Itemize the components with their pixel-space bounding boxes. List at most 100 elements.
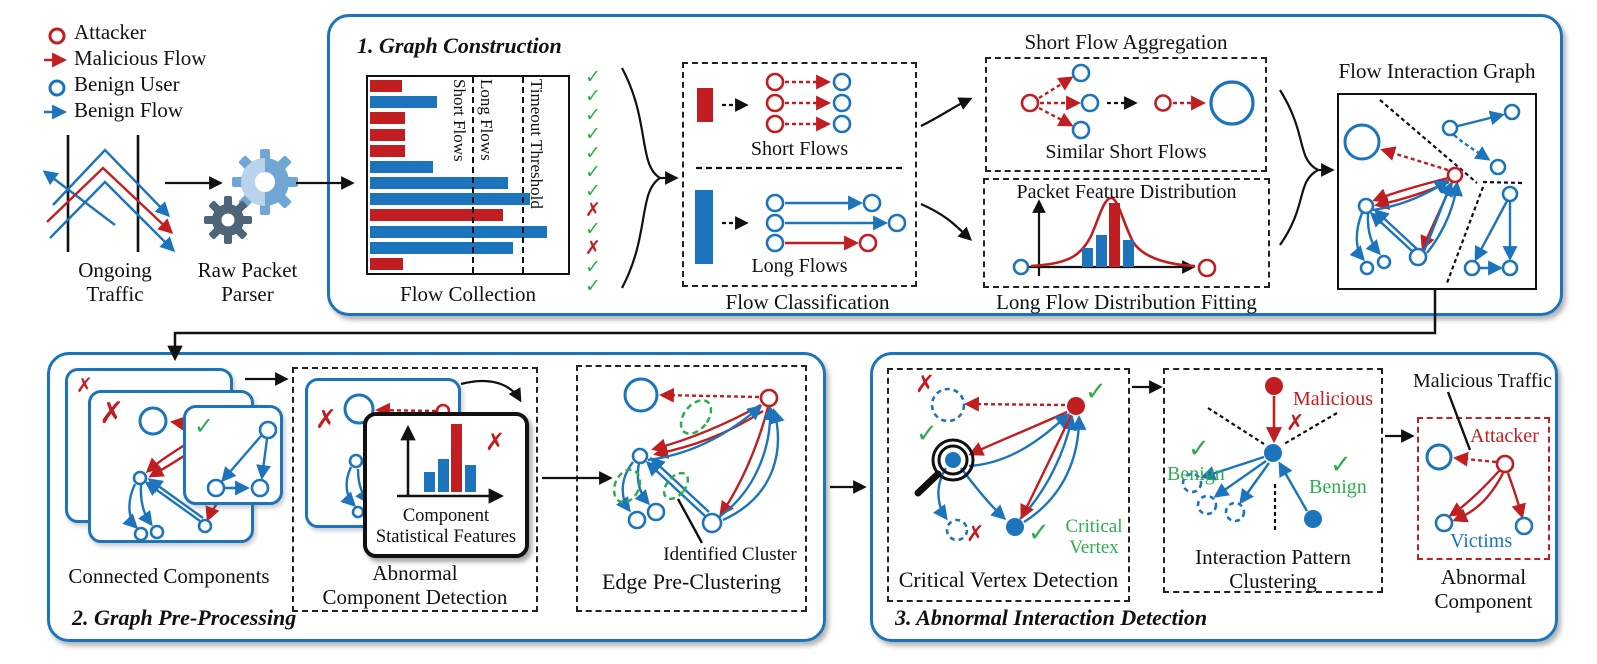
cross-mark-icon: ✗ <box>585 199 601 221</box>
long-flows-label: Long Flows <box>751 255 848 277</box>
component-card-front: ✓ <box>183 405 283 505</box>
check-mark-icon: ✓ <box>585 275 601 297</box>
flow-interaction-graph-title: Flow Interaction Graph <box>1338 59 1536 83</box>
benign-node <box>832 72 852 92</box>
flow-classification-caption: Flow Classification <box>725 290 890 314</box>
statistical-features-box: ✗ Component Statistical Features <box>363 412 529 558</box>
section1-title: 1. Graph Construction <box>357 33 562 58</box>
check-mark-icon: ✓ <box>1330 450 1352 480</box>
check-mark-icon: ✓ <box>1085 377 1107 407</box>
check-mark-icon: ✓ <box>585 142 601 164</box>
pattern-clustering-art <box>1181 377 1338 531</box>
packet-feature-distribution-box <box>983 178 1270 288</box>
distribution-histogram <box>1082 203 1134 267</box>
check-mark-icon: ✓ <box>585 161 601 183</box>
check-mark-icon: ✓ <box>585 104 601 126</box>
long-flow-fitting-caption: Long Flow Distribution Fitting <box>996 290 1257 314</box>
flow-validity-marks: ✓✓✓✓✓✓✓✗✓✗✓✓ <box>579 68 607 296</box>
attacker-node <box>1154 94 1172 112</box>
flow-bar <box>370 128 405 141</box>
cross-mark-icon: ✗ <box>915 370 936 398</box>
fitted-distribution-curve <box>1030 196 1196 268</box>
flow-bar <box>370 241 513 254</box>
gears-icon <box>204 149 298 244</box>
short-flow-aggregation-art <box>1020 63 1255 140</box>
short-flow-bar-icon <box>697 88 713 122</box>
cross-mark-icon: ✗ <box>966 522 985 547</box>
gear-large-icon <box>232 149 298 215</box>
benign-flow-icon <box>44 104 67 120</box>
packet-feature-distribution-title: Packet Feature Distribution <box>1016 181 1237 203</box>
distribution-art <box>1012 196 1217 278</box>
pruned-node <box>945 518 969 542</box>
malicious-flow-icon <box>44 52 67 68</box>
malicious-label: Malicious <box>1293 388 1373 410</box>
check-mark-icon: ✓ <box>916 419 938 449</box>
flow-bar <box>370 80 402 92</box>
flow-bar <box>370 144 405 157</box>
victims-label: Victims <box>1450 530 1513 552</box>
histogram-bar <box>464 465 476 492</box>
edge-pre-clustering-art <box>612 377 785 544</box>
legend-benign-user-label: Benign User <box>74 72 180 96</box>
edge-pre-clustering-box <box>576 365 807 612</box>
flow-interaction-graph-box <box>1337 93 1537 290</box>
attacker-node <box>1446 166 1464 184</box>
gear-small-icon <box>204 196 252 244</box>
check-mark-icon: ✓ <box>1188 434 1210 464</box>
legend-attacker-label: Attacker <box>74 20 147 44</box>
section3-title: 3. Abnormal Interaction Detection <box>895 605 1208 630</box>
short-flow-aggregation-box <box>985 57 1267 172</box>
attacker-node <box>1020 93 1040 113</box>
malicious-node <box>1265 377 1283 395</box>
component-middle-art <box>122 406 220 542</box>
benign-critical-node <box>1006 518 1024 536</box>
histogram-bar <box>1095 235 1107 267</box>
benign-cluster-node <box>1196 494 1218 516</box>
critical-center-node <box>1264 444 1282 462</box>
flow-bar <box>370 209 503 222</box>
aggregated-benign-node <box>623 377 659 413</box>
benign-right-label: Benign <box>1309 476 1367 498</box>
stat-features-caption: Component Statistical Features <box>375 506 517 547</box>
attacker-node <box>1197 258 1217 278</box>
abnormal-component-detection-box <box>292 367 538 612</box>
connected-components-caption: Connected Components <box>68 564 270 588</box>
check-mark-icon: ✓ <box>194 412 215 440</box>
legend-benign-flow-label: Benign Flow <box>74 98 184 122</box>
flow-classification-box <box>682 62 917 287</box>
ongoing-traffic-art <box>42 135 176 253</box>
flow-collection-chart <box>366 75 570 275</box>
histogram-bar <box>437 459 449 492</box>
attacker-node <box>858 233 878 253</box>
attacker-icon <box>48 27 66 45</box>
cluster-pointer-line <box>676 498 704 544</box>
edge-cluster-ellipse <box>662 471 690 501</box>
victim-node <box>1434 513 1454 533</box>
check-mark-icon: ✓ <box>585 256 601 278</box>
short-flow-aggregation-title: Short Flow Aggregation <box>1024 30 1228 54</box>
long-flow-bar-icon <box>695 190 713 264</box>
edge-cluster-ellipse <box>612 468 642 504</box>
flow-collection-caption: Flow Collection <box>400 282 536 306</box>
long-flows-axis-label: Long Flows <box>476 79 496 161</box>
histogram-bar <box>1122 240 1134 267</box>
histogram-bar <box>424 472 435 492</box>
edge-cluster-ellipse <box>679 399 713 435</box>
aggregated-benign-node <box>138 406 168 436</box>
flow-bar <box>370 112 405 125</box>
timeout-threshold-line <box>522 77 524 273</box>
timeout-threshold-axis-label: Timeout Threshold <box>526 79 546 209</box>
benign-cluster-node <box>1224 501 1246 523</box>
flow-bar <box>370 160 433 173</box>
check-mark-icon: ✓ <box>585 85 601 107</box>
short-long-divider-line <box>472 77 474 273</box>
cross-mark-icon: ✗ <box>99 396 125 431</box>
histogram-bar <box>1109 203 1120 267</box>
short-flows-label: Short Flows <box>750 138 849 160</box>
malicious-critical-node <box>1067 397 1085 415</box>
aggregated-benign-node <box>1209 80 1255 126</box>
edge-pre-clustering-caption: Edge Pre-Clustering <box>601 569 782 594</box>
cross-mark-icon: ✗ <box>585 237 601 259</box>
